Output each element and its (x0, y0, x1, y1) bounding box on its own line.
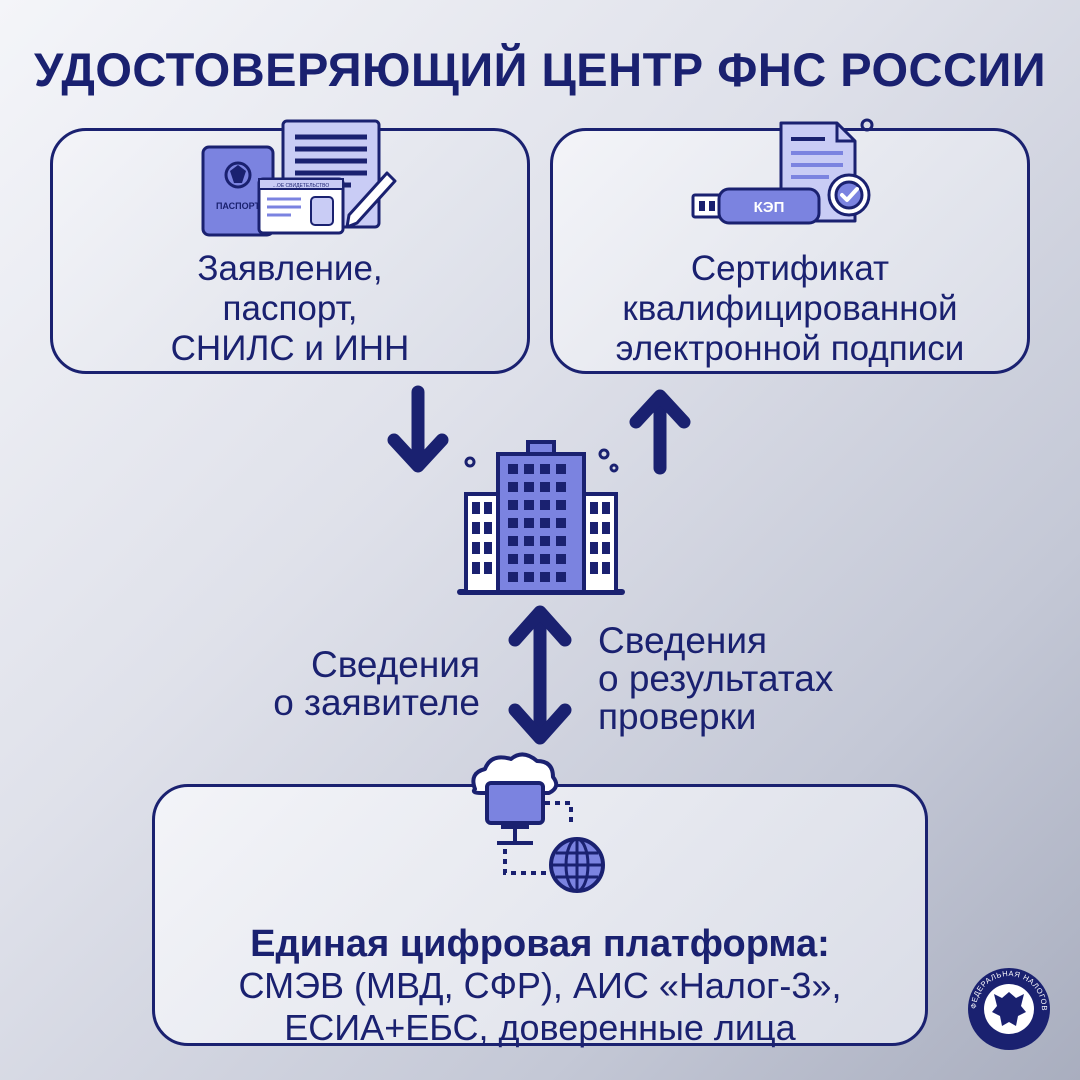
documents-card: ПАСПОРТ ...ОЕ СВИДЕТЕЛЬСТВО Заявление, п… (50, 119, 530, 374)
arrow-up-icon (629, 389, 691, 475)
passport-label: ПАСПОРТ (216, 201, 261, 211)
network-illustration-icon (471, 752, 605, 893)
applicant-info-line-1: Сведения (310, 644, 480, 685)
check-results-label: Сведения о результатах проверки (598, 622, 918, 736)
documents-illustration-icon: ПАСПОРТ ...ОЕ СВИДЕТЕЛЬСТВО (201, 119, 397, 237)
arrow-down-icon (387, 385, 449, 473)
certificate-text: Сертификат квалифицированной электронной… (553, 249, 1027, 369)
platform-line-1: СМЭВ (МВД, СФР), АИС «Налог-3», (238, 965, 842, 1006)
page-title: УДОСТОВЕРЯЮЩИЙ ЦЕНТР ФНС РОССИИ (33, 43, 1047, 96)
check-results-line-1: Сведения (598, 620, 768, 661)
platform-text: Единая цифровая платформа: СМЭВ (МВД, СФ… (155, 923, 925, 1049)
certificate-label: ...ОЕ СВИДЕТЕЛЬСТВО (273, 183, 330, 189)
platform-line-2: ЕСИА+ЕБС, доверенные лица (284, 1007, 796, 1048)
token-label: КЭП (754, 199, 785, 216)
platform-card: Единая цифровая платформа: СМЭВ (МВД, СФ… (152, 752, 928, 1049)
cloud-computer-icon (471, 752, 559, 845)
check-results-line-2: о результатах (598, 658, 834, 699)
documents-line-2: паспорт, (222, 289, 358, 328)
globe-icon (549, 837, 605, 893)
check-badge-icon (827, 173, 871, 217)
documents-line-3: СНИЛС и ИНН (170, 329, 410, 368)
platform-heading: Единая цифровая платформа: (250, 923, 830, 965)
certificate-line-3: электронной подписи (615, 329, 965, 368)
applicant-info-label: Сведения о заявителе (180, 646, 480, 722)
certificate-card: КЭП Сертификат квалифицированной электро… (550, 118, 1030, 374)
applicant-info-line-2: о заявителе (273, 682, 480, 723)
certificate-line-1: Сертификат (690, 249, 890, 288)
building-icon (457, 440, 625, 595)
double-arrow-icon (508, 605, 572, 745)
certificate-card-icon: ...ОЕ СВИДЕТЕЛЬСТВО (257, 177, 345, 235)
seal-emblem-icon: ФЕДЕРАЛЬНАЯ НАЛОГОВАЯ СЛУЖБА (962, 959, 1050, 1050)
pen-icon (345, 171, 397, 229)
check-results-line-3: проверки (598, 696, 757, 737)
usb-token-icon: КЭП (691, 187, 821, 225)
documents-text: Заявление, паспорт, СНИЛС и ИНН (53, 249, 527, 369)
certificate-illustration-icon: КЭП (691, 118, 874, 225)
documents-line-1: Заявление, (197, 249, 383, 288)
certificate-line-2: квалифицированной (622, 289, 958, 328)
